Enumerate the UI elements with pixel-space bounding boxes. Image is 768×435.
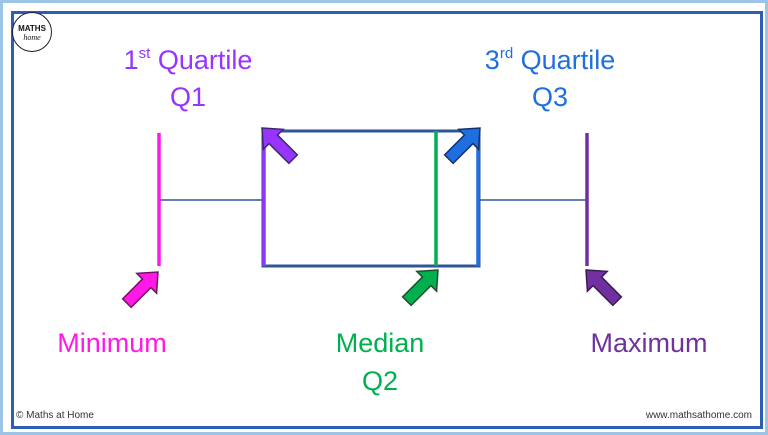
copyright-text: © Maths at Home <box>16 410 94 421</box>
q3-label: Q3 <box>531 82 569 112</box>
q2-label: Q2 <box>361 366 399 396</box>
interquartile-box <box>261 129 481 268</box>
q1-word: Quartile <box>150 45 253 75</box>
q1-label: Q1 <box>169 82 207 112</box>
maximum-arrow <box>585 269 623 307</box>
logo-text-maths: MATHS <box>18 24 46 33</box>
q3-word: Quartile <box>513 45 616 75</box>
inner-frame <box>11 11 763 429</box>
q3-ordinal: 3 <box>484 45 500 75</box>
q1-ordinal-suffix: st <box>138 45 151 62</box>
q3-title-label: 3rd Quartile <box>485 46 615 74</box>
minimum-label: Minimum <box>57 328 167 358</box>
median-label: Median <box>335 328 425 358</box>
median-arrow <box>401 269 439 307</box>
q3-ordinal-suffix: rd <box>499 45 514 62</box>
website-url: www.mathsathome.com <box>645 410 752 421</box>
q3-arrow <box>443 127 481 165</box>
maths-at-home-logo: MATHS home <box>12 12 52 52</box>
maximum-label: Maximum <box>590 328 708 358</box>
q1-ordinal: 1 <box>123 45 139 75</box>
minimum-arrow <box>121 271 159 309</box>
q1-arrow <box>261 127 299 165</box>
q1-title-label: 1st Quartile <box>124 46 253 74</box>
logo-text-home: home <box>23 33 41 42</box>
